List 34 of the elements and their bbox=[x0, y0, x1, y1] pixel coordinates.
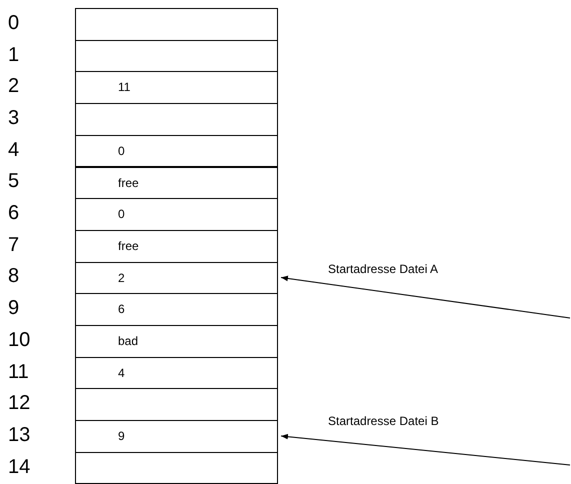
row-number: 0 bbox=[8, 12, 20, 34]
table-row: 0 bbox=[75, 134, 278, 168]
row-number: 7 bbox=[8, 234, 20, 256]
table-row: 6 bbox=[75, 293, 278, 326]
table-row: free bbox=[75, 166, 278, 200]
table-row: 2 bbox=[75, 262, 278, 294]
table-row: 11 bbox=[75, 71, 278, 104]
table-row: bad bbox=[75, 325, 278, 358]
row-number: 3 bbox=[8, 106, 20, 129]
row-number: 10 bbox=[8, 328, 30, 351]
table-row bbox=[75, 103, 278, 136]
table-row bbox=[75, 452, 278, 484]
row-number: 8 bbox=[8, 265, 20, 288]
edge-label: Startadresse Datei A bbox=[326, 262, 440, 276]
arrow bbox=[280, 434, 570, 466]
row-number: 5 bbox=[8, 170, 20, 192]
row-number: 12 bbox=[8, 392, 30, 414]
table-row: 9 bbox=[75, 420, 278, 453]
row-number: 6 bbox=[8, 202, 20, 224]
table-row: 4 bbox=[75, 356, 278, 390]
table-row: free bbox=[75, 230, 278, 263]
arrow bbox=[280, 276, 570, 318]
edge-label: Startadresse Datei B bbox=[326, 414, 441, 428]
table-row bbox=[75, 8, 278, 41]
row-number: 11 bbox=[8, 360, 29, 383]
row-number: 13 bbox=[8, 424, 30, 446]
row-number: 4 bbox=[8, 138, 20, 161]
row-number: 14 bbox=[8, 456, 30, 478]
table-row bbox=[75, 40, 278, 72]
row-number: 2 bbox=[8, 75, 20, 98]
row-number: 9 bbox=[8, 297, 20, 320]
table-row: 0 bbox=[75, 198, 278, 231]
table-row bbox=[75, 388, 278, 422]
row-number: 1 bbox=[8, 44, 20, 66]
